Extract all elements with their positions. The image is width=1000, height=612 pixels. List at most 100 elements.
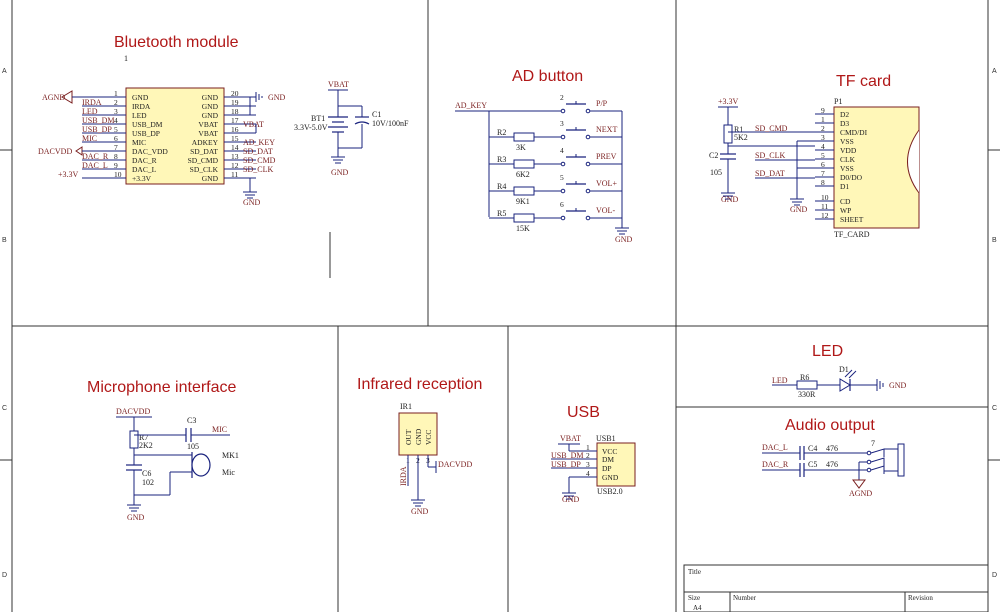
tf-pin-name: SHEET (840, 215, 864, 224)
bt-pin-num: 17 (231, 116, 239, 125)
tf-pin-name: CD (840, 197, 851, 206)
tf-pin-name: D0/DO (840, 173, 863, 182)
bt-net-label: DAC_L (82, 161, 108, 170)
usb-net-label: USB_DM (551, 451, 583, 460)
usb-pin-name: GND (602, 473, 619, 482)
usb-pin-num: 4 (586, 469, 590, 478)
tf-pin-num: 4 (821, 142, 825, 151)
tf-pin-num: 10 (821, 193, 829, 202)
tb-number: Number (733, 594, 757, 602)
bt-net-label: USB_DM (82, 116, 114, 125)
usb-pin-num: 1 (586, 443, 590, 452)
tf-gnd2-label: GND (790, 205, 808, 214)
mic-r7-value: 2K2 (139, 441, 153, 450)
bt-net-label: SD_DAT (243, 147, 273, 156)
ad-resistor-value: 6K2 (516, 170, 530, 179)
bt-net-label: LED (82, 107, 98, 116)
bt-pin-num: 16 (231, 125, 239, 134)
bt-pin-name: ADKEY (192, 138, 219, 147)
led-net-label: LED (772, 376, 788, 385)
tf-gnd1-label: GND (721, 195, 739, 204)
bt-pin-name: VBAT (198, 120, 218, 129)
title-block: Title Size Number Revision A4 (683, 564, 989, 612)
title-infrared: Infrared reception (357, 376, 482, 393)
ir-pin-gnd: GND (414, 428, 423, 445)
bt-net-label: VBAT (243, 120, 264, 129)
dacvdd-port (75, 146, 83, 156)
ir-ref: IR1 (400, 402, 412, 411)
border-mark-c: C (2, 405, 7, 412)
tf-pin-name: D2 (840, 110, 849, 119)
bt-pin-num: 5 (114, 125, 118, 134)
mic-mk-ref: MK1 (222, 451, 239, 460)
bt-gnd-right-label: GND (268, 93, 286, 102)
border-mark-d-right: D (992, 572, 997, 579)
bt-pin-name: SD_DAT (190, 147, 218, 156)
mic-c6-ref: C6 (142, 469, 151, 478)
tf-c2-value: 105 (710, 168, 722, 177)
led-r6-ref: R6 (800, 373, 809, 382)
audio-c5-value: 476 (826, 460, 838, 469)
bt-pin-num: 15 (231, 134, 239, 143)
ad-resistor-ref: R3 (497, 155, 506, 164)
tb-title: Title (688, 568, 701, 576)
bt-pin-name: USB_DM (132, 120, 163, 129)
tf-resistor-r1 (723, 124, 733, 144)
bt-pin-name: VBAT (198, 129, 218, 138)
mic-r7-ref: R7 (139, 433, 148, 442)
ir-gnd-label: GND (411, 507, 429, 516)
ad-resistor-ref: R5 (497, 209, 506, 218)
tf-ref: P1 (834, 97, 842, 106)
led-resistor-r6 (796, 380, 818, 390)
ad-resistor-value: 3K (516, 143, 526, 152)
tf-pin-name: D3 (840, 119, 849, 128)
ir-receiver[interactable] (398, 412, 438, 456)
tf-pin-num: 8 (821, 178, 825, 187)
title-microphone: Microphone interface (87, 379, 237, 396)
bt-pin-num: 4 (114, 116, 118, 125)
audio-section: DAC_L C4 476 DAC_R C5 476 7 AGND (762, 439, 905, 498)
audio-agnd-icon (852, 479, 866, 489)
tf-pin-num: 1 (821, 115, 825, 124)
bt-net-label: SD_CMD (243, 156, 276, 165)
infrared-section: IR1 OUT GND VCC 1 2 3 IRDA DACVDD GND (398, 402, 472, 516)
ir-pin-out: OUT (404, 429, 413, 445)
tf-c2-ref: C2 (709, 151, 718, 160)
bt-pin-num: 8 (114, 152, 118, 161)
ad-resistor-ref: R4 (497, 182, 506, 191)
tf-pin-name: VSS (840, 164, 854, 173)
ad-switch-num: 3 (560, 119, 564, 128)
bt-agnd-label: AGND (42, 93, 65, 102)
usb-ref: USB1 (596, 434, 616, 443)
ad-resistor-value: 9K1 (516, 197, 530, 206)
usb-net-label: USB_DP (551, 460, 581, 469)
mic-c6-value: 102 (142, 478, 154, 487)
tb-revision: Revision (908, 594, 933, 602)
audio-jack-icon (897, 443, 905, 477)
ad-switch-label: P/P (596, 99, 608, 108)
ad-switch-label: NEXT (596, 125, 617, 134)
mic-c3-ref: C3 (187, 416, 196, 425)
tf-dat-net: SD_DAT (755, 169, 785, 178)
bt-pin-num: 9 (114, 161, 118, 170)
usb-pin-name: DM (602, 455, 614, 464)
border-mark-b-right: B (992, 237, 997, 244)
bt-chip[interactable] (125, 87, 225, 185)
usb-pin-name: VCC (602, 447, 617, 456)
bt-pin-name: SD_CMD (188, 156, 219, 165)
tf-pin-num: 11 (821, 202, 828, 211)
bt-pin-num: 14 (231, 143, 239, 152)
bt-net-label: MIC (82, 134, 97, 143)
usb-connector[interactable] (596, 442, 636, 487)
ad-switch-num: 5 (560, 173, 564, 182)
tf-pin-name: CLK (840, 155, 856, 164)
ad-switch-num: 6 (560, 200, 564, 209)
usb-pin-name: DP (602, 464, 612, 473)
led-r6-value: 330R (798, 390, 816, 399)
tf-pin-name: VSS (840, 137, 854, 146)
tf-r1-value: 5K2 (734, 133, 748, 142)
